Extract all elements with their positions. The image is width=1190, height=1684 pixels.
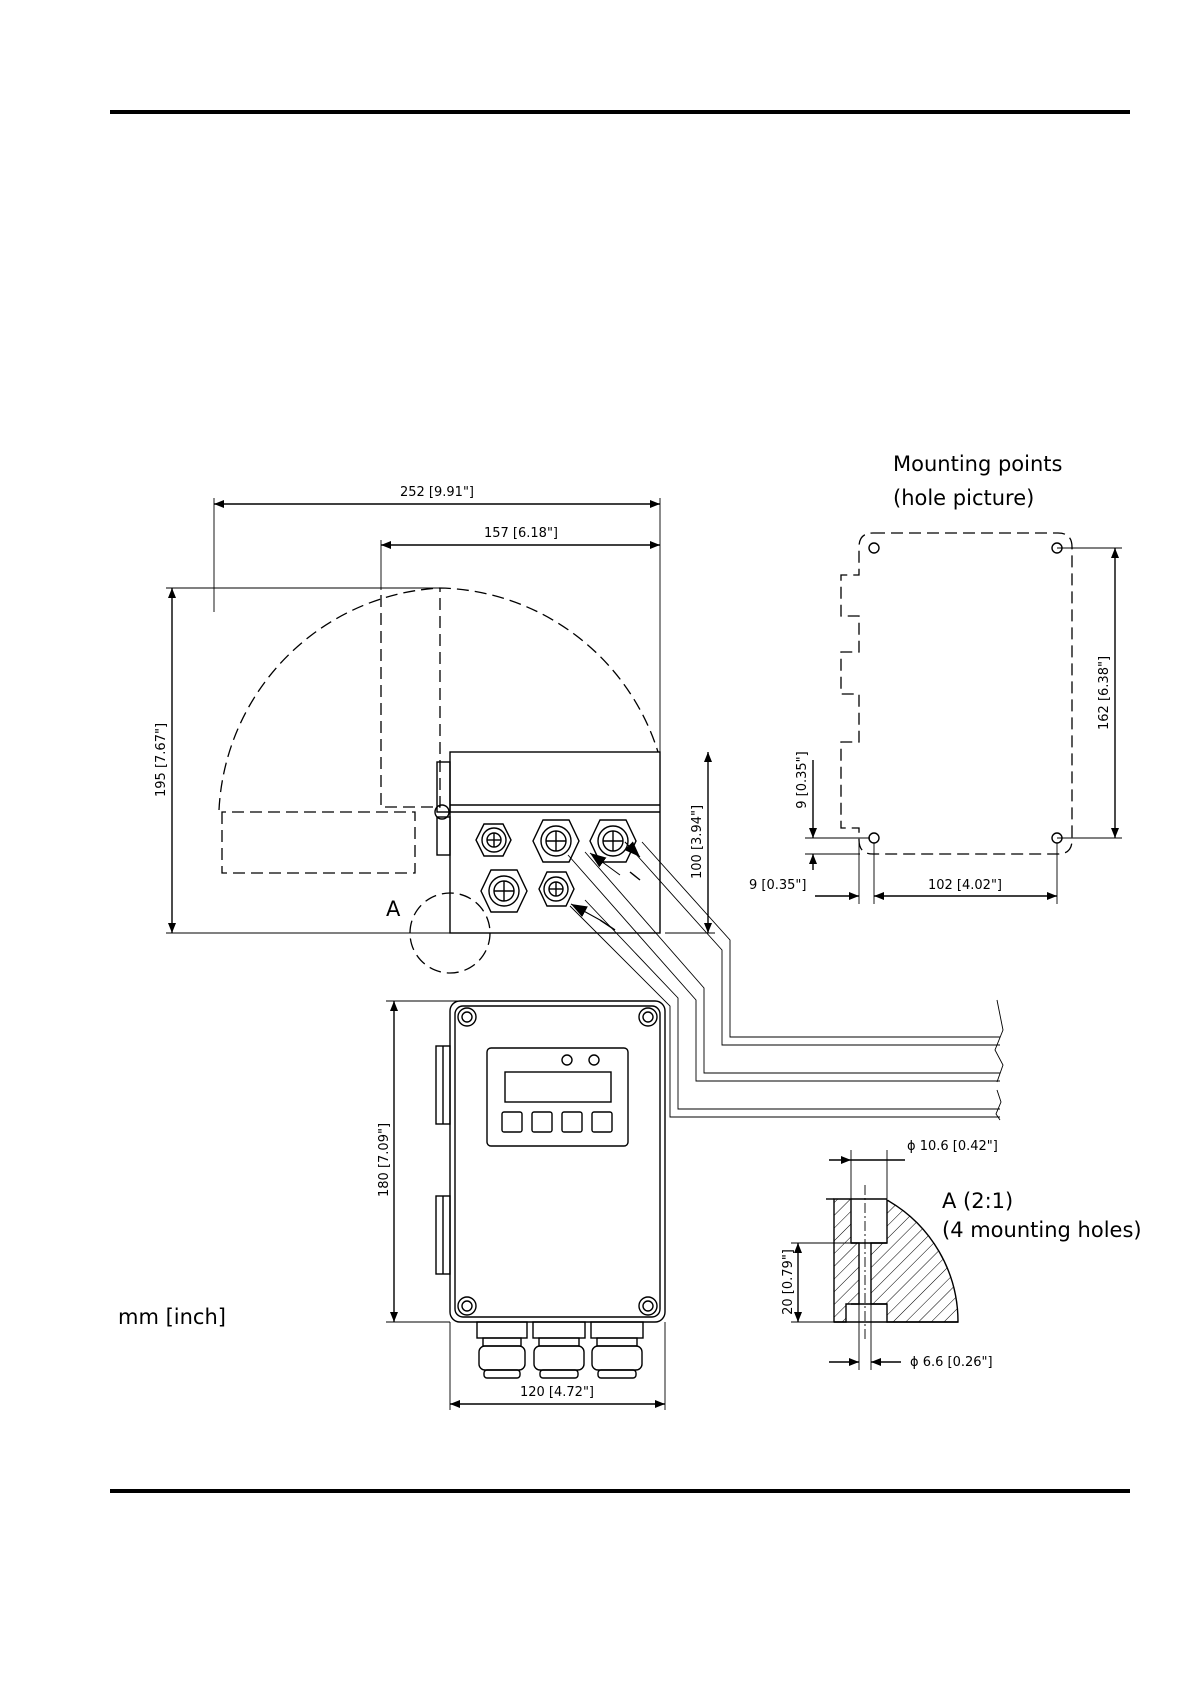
key-button: [532, 1112, 552, 1132]
dim-hole-spacing-horizontal: 102 [4.02"]: [928, 878, 1002, 893]
dim-overall-width: 252 [9.91"]: [400, 485, 474, 500]
cable-gland-3: [590, 820, 636, 862]
detail-subtitle: (4 mounting holes): [942, 1218, 1142, 1242]
dim-housing-height: 100 [3.94"]: [690, 805, 705, 879]
key-button: [592, 1112, 612, 1132]
mounting-title-line1: Mounting points: [893, 452, 1062, 476]
dim-depth: 157 [6.18"]: [484, 526, 558, 541]
screw-icon: [458, 1008, 657, 1315]
bottom-cable-glands: [477, 1322, 643, 1378]
mounting-hole-icon: [869, 543, 879, 553]
cable-gland-2: [533, 820, 579, 862]
dim-front-width: 120 [4.72"]: [520, 1385, 594, 1400]
detail-marker-a: A: [386, 897, 401, 921]
mounting-title-line2: (hole picture): [893, 486, 1034, 510]
cable-gland-1: [476, 824, 511, 856]
key-button: [562, 1112, 582, 1132]
cable-gland-4: [481, 870, 527, 912]
led-icon: [562, 1055, 572, 1065]
dim-hole-spacing-vertical: 162 [6.38"]: [1097, 656, 1112, 730]
dim-hole-inner-diameter: ϕ 6.6 [0.26"]: [910, 1355, 993, 1370]
cable-gland-5: [539, 872, 574, 906]
units-note: mm [inch]: [118, 1305, 226, 1329]
dim-hole-bore-depth: 20 [0.79"]: [781, 1249, 796, 1315]
detail-a-view: A (2:1) (4 mounting holes) ϕ 10.6 [0.42"…: [781, 1139, 1142, 1370]
side-view: 252 [9.91"] 157 [6.18"] 195 [7.67"]: [154, 485, 715, 973]
lcd-display: [505, 1072, 611, 1102]
front-housing: [450, 1001, 665, 1322]
front-view: 180 [7.09"]: [377, 1001, 665, 1410]
dim-front-height: 180 [7.09"]: [377, 1123, 392, 1197]
key-button: [502, 1112, 522, 1132]
mounting-outline: [841, 533, 1072, 854]
mounting-hole-icon: [869, 833, 879, 843]
dim-hole-outer-diameter: ϕ 10.6 [0.42"]: [907, 1139, 998, 1154]
dim-edge-offset-vertical: 9 [0.35"]: [795, 751, 810, 808]
lid-swing-arc: [219, 588, 658, 810]
dim-edge-offset-horizontal: 9 [0.35"]: [749, 878, 806, 893]
mounting-points-view: Mounting points (hole picture) 162 [6.38…: [749, 452, 1122, 904]
dim-overall-height: 195 [7.67"]: [154, 723, 169, 797]
detail-title: A (2:1): [942, 1189, 1013, 1213]
led-icon: [589, 1055, 599, 1065]
